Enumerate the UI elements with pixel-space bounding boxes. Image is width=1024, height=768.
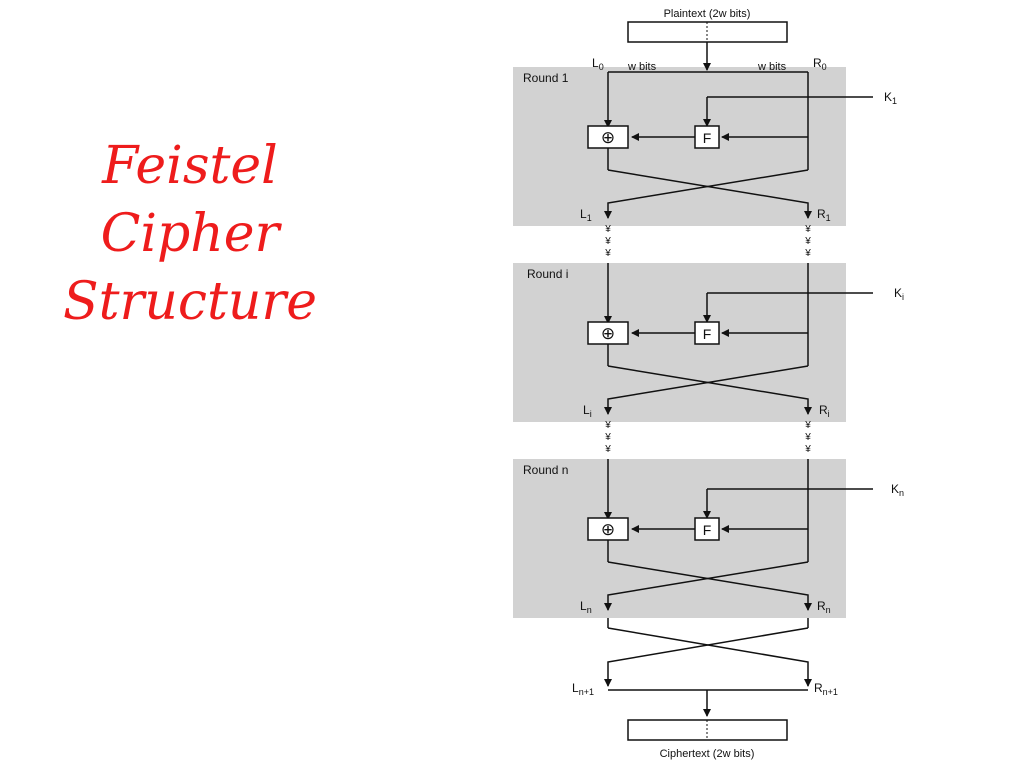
- width-label-right: w bits: [757, 61, 787, 73]
- round-n-f-label: F: [703, 522, 712, 538]
- round-1: Round 1 F ⊕ K1 L1 R1: [523, 71, 897, 223]
- final-right-label: Rn+1: [814, 681, 838, 697]
- round-1-out-right: R1: [817, 207, 831, 223]
- round-n-xor-icon: ⊕: [601, 520, 615, 539]
- round-1-out-left: L1: [580, 207, 592, 223]
- width-label-left: w bits: [627, 61, 657, 73]
- svg-text:¥: ¥: [604, 432, 611, 443]
- round-1-f-label: F: [703, 130, 712, 146]
- round-1-box: [513, 67, 846, 226]
- final-left-label: Ln+1: [572, 681, 594, 697]
- plaintext-label: Plaintext (2w bits): [664, 8, 751, 20]
- input-left-label: L0: [592, 56, 604, 72]
- round-n-box: [513, 459, 846, 618]
- round-i-xor-icon: ⊕: [601, 324, 615, 343]
- continuation-1: ¥ ¥ ¥ ¥ ¥ ¥: [604, 224, 811, 259]
- title-line-3: Structure: [62, 272, 317, 332]
- input-right-label: R0: [813, 56, 827, 72]
- svg-text:¥: ¥: [604, 444, 611, 455]
- svg-text:¥: ¥: [804, 420, 811, 431]
- svg-text:¥: ¥: [604, 224, 611, 235]
- round-1-label: Round 1: [523, 71, 569, 85]
- final-cross-a: [607, 627, 812, 687]
- round-n-out-right: Rn: [817, 599, 831, 615]
- round-1-xor-icon: ⊕: [601, 128, 615, 147]
- svg-text:¥: ¥: [804, 444, 811, 455]
- round-i-cross-a: [607, 365, 812, 415]
- round-i-out-left: Li: [583, 403, 592, 419]
- round-i-cross-b: [604, 365, 809, 415]
- ciphertext-label: Ciphertext (2w bits): [660, 748, 755, 760]
- slide-title: Feistel Cipher Structure: [40, 132, 340, 336]
- round-1-cross-a: [607, 169, 812, 219]
- svg-text:¥: ¥: [604, 236, 611, 247]
- round-1-key-label: K1: [884, 90, 897, 106]
- final-swap: Ln+1 Rn+1: [572, 618, 838, 697]
- svg-text:¥: ¥: [604, 248, 611, 259]
- title-line-2: Cipher: [100, 204, 280, 264]
- round-i-key-label: Ki: [894, 286, 904, 302]
- round-n-key-label: Kn: [891, 482, 904, 498]
- round-i-label: Round i: [527, 267, 568, 281]
- round-i-f-label: F: [703, 326, 712, 342]
- round-1-cross-b: [604, 169, 809, 219]
- svg-text:¥: ¥: [804, 248, 811, 259]
- svg-text:¥: ¥: [604, 420, 611, 431]
- svg-text:¥: ¥: [804, 236, 811, 247]
- svg-text:¥: ¥: [804, 432, 811, 443]
- final-cross-b: [604, 627, 809, 687]
- svg-text:¥: ¥: [804, 224, 811, 235]
- round-n-cross-b: [604, 561, 809, 611]
- round-n-label: Round n: [523, 463, 568, 477]
- round-i-out-right: Ri: [819, 403, 830, 419]
- round-n-cross-a: [607, 561, 812, 611]
- continuation-2: ¥ ¥ ¥ ¥ ¥ ¥: [604, 420, 811, 455]
- round-n: Round n F ⊕ Kn Ln Rn: [523, 459, 904, 615]
- round-i-box: [513, 263, 846, 422]
- round-i: Round i F ⊕ Ki Li Ri: [527, 263, 904, 419]
- round-n-out-left: Ln: [580, 599, 592, 615]
- title-line-1: Feistel: [102, 136, 278, 196]
